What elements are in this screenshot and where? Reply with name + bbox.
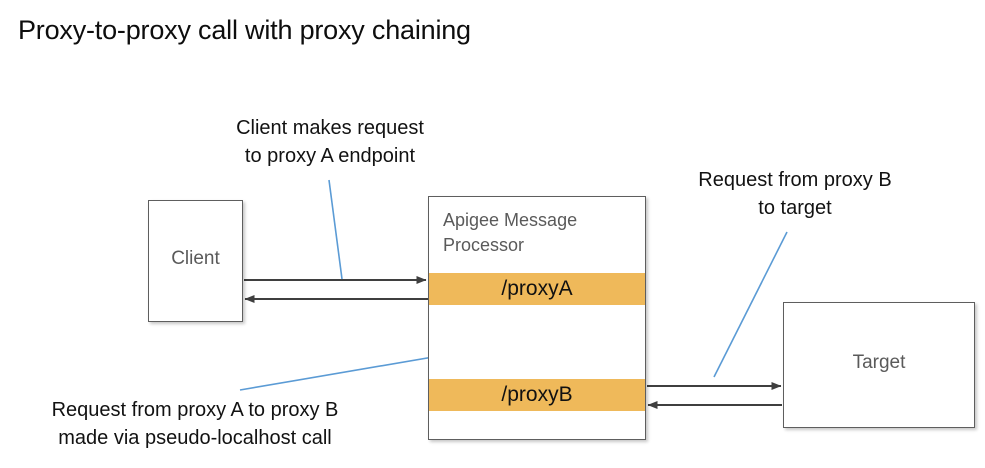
proxy-b-band: /proxyB	[429, 379, 645, 411]
client-label: Client	[171, 248, 220, 269]
apigee-message-processor-label: Apigee Message Processor	[443, 210, 578, 255]
proxy-a-band: /proxyA	[429, 273, 645, 305]
page-title: Proxy-to-proxy call with proxy chaining	[18, 15, 471, 45]
proxy-b-label: /proxyB	[501, 383, 573, 406]
target-label: Target	[852, 352, 906, 373]
annotation-proxyb-to-target: Request from proxy B to target	[698, 169, 892, 219]
leader-line-proxyb-to-target	[713, 231, 788, 378]
target-node: Target	[783, 302, 975, 428]
client-node: Client	[148, 200, 243, 322]
apigee-message-processor-node: Apigee Message Processor /proxyA /proxyB	[428, 196, 646, 440]
annotation-proxy-chaining: Request from proxy A to proxy B made via…	[51, 399, 339, 449]
leader-line-client-request	[328, 179, 343, 280]
annotation-client-request: Client makes request to proxy A endpoint	[236, 117, 424, 167]
proxy-a-label: /proxyA	[501, 277, 573, 300]
